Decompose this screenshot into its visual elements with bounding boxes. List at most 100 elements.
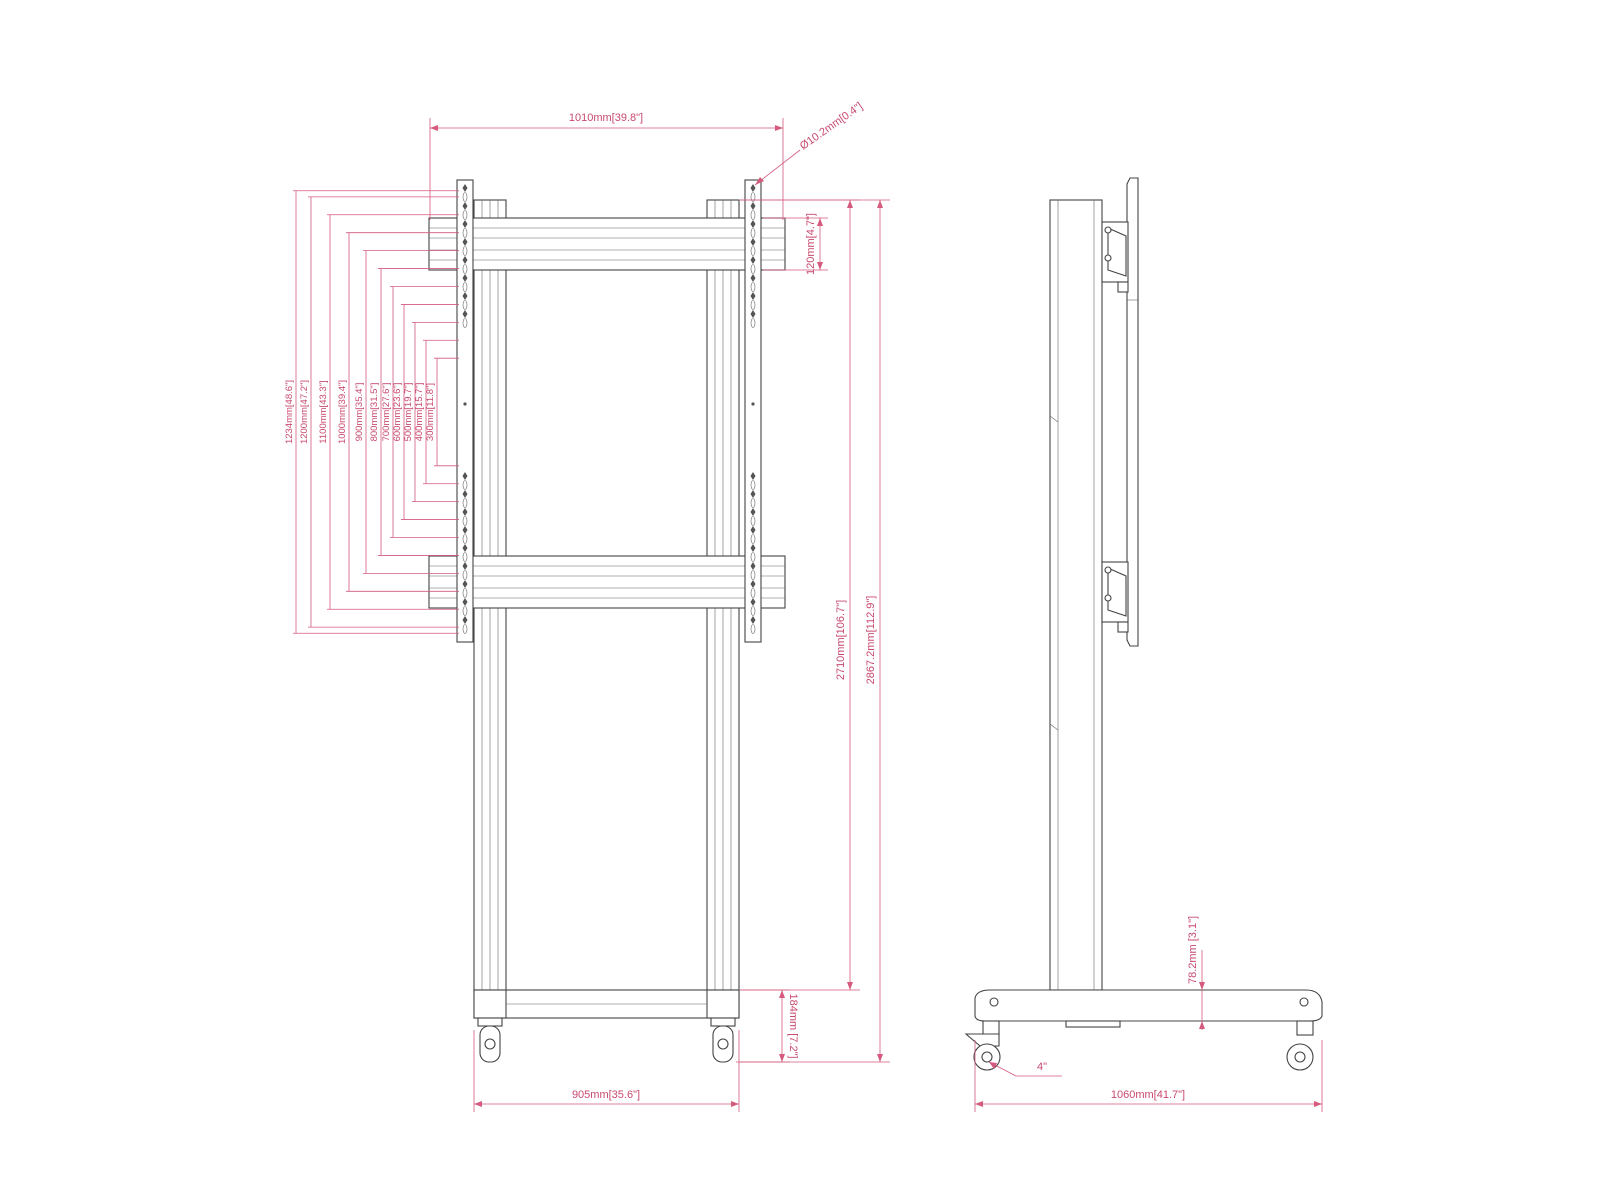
arm-slot	[750, 534, 756, 544]
clearance-label: 78.2mm [3.1"]	[1187, 916, 1199, 984]
hole-diameter-label: Ø10.2mm[0.4"]	[798, 100, 865, 152]
arm-slot	[750, 588, 756, 598]
arm-hole	[750, 616, 756, 624]
vesa-dimension-lines	[293, 190, 459, 634]
dim-base-height	[736, 989, 790, 1063]
arm-slot	[750, 300, 756, 310]
arm-hole	[750, 274, 756, 282]
height-2867-label: 2867.2mm[112.9"]	[865, 596, 877, 685]
vesa-arms	[456, 179, 762, 643]
arm-slot	[462, 498, 468, 508]
arm-slot	[750, 210, 756, 220]
arm-hole	[750, 580, 756, 588]
arm-hole	[750, 238, 756, 246]
arm-slot	[462, 228, 468, 238]
side-view: 78.2mm [3.1"] 4" 1060mm[41.7"]	[964, 177, 1323, 1112]
side-bracket-bottom	[1101, 561, 1129, 633]
side-column	[1049, 199, 1103, 991]
arm-hole	[750, 490, 756, 498]
arm-hole	[750, 292, 756, 300]
arm-hole	[750, 526, 756, 534]
arm-slot	[462, 282, 468, 292]
arm-hole	[462, 274, 468, 282]
arm-slot	[462, 516, 468, 526]
arm-slot	[750, 498, 756, 508]
arm-hole	[462, 256, 468, 264]
dim-base-depth	[974, 1040, 1323, 1112]
rail-height-label: 120mm[4.7"]	[805, 213, 817, 275]
arm-hole	[750, 202, 756, 210]
dim-rail-height	[763, 217, 828, 271]
vesa-label-1200: 1200mm[47.2"]	[299, 380, 310, 444]
arm-slot	[750, 516, 756, 526]
arm-slot	[750, 264, 756, 274]
arm-hole	[750, 508, 756, 516]
vesa-label-500: 500mm[19.7"]	[403, 383, 414, 442]
arm-slot-holes	[462, 184, 756, 634]
arm-slot	[462, 318, 468, 328]
arm-hole	[462, 202, 468, 210]
arm-slot	[462, 264, 468, 274]
arm-slot	[750, 624, 756, 634]
arm-hole	[462, 508, 468, 516]
arm-slot	[462, 570, 468, 580]
arm-hole	[750, 472, 756, 480]
arm-hole	[750, 184, 756, 192]
arm-slot	[462, 480, 468, 490]
arm-hole	[750, 598, 756, 606]
arm-hole	[462, 598, 468, 606]
vesa-label-1100: 1100mm[43.3"]	[318, 380, 329, 443]
arm-slot	[750, 318, 756, 328]
front-view: 1010mm[39.8"] Ø10.2mm[0.4"] 120mm[4.7"] …	[284, 100, 890, 1112]
arm-slot	[750, 570, 756, 580]
vesa-dimension-labels: 1234mm[48.6"] 1200mm[47.2"] 1100mm[43.3"…	[284, 380, 436, 444]
arm-hole	[751, 402, 755, 406]
arm-slot	[750, 282, 756, 292]
dim-clearance	[1199, 950, 1205, 1030]
base-height-label: 184mm [7.2"]	[787, 993, 799, 1058]
front-rails	[428, 217, 786, 609]
arm-hole	[462, 490, 468, 498]
front-caster-right	[710, 1017, 736, 1063]
arm-hole	[462, 310, 468, 318]
arm-slot	[750, 192, 756, 202]
side-caster-left	[964, 1020, 1001, 1071]
arm-slot	[462, 552, 468, 562]
arm-hole	[462, 184, 468, 192]
arm-slot	[750, 606, 756, 616]
arm-hole	[462, 238, 468, 246]
dim-caster	[988, 1061, 1062, 1077]
vesa-label-800: 800mm[31.5"]	[369, 383, 380, 442]
arm-hole	[462, 220, 468, 228]
vesa-label-1000: 1000mm[39.4"]	[337, 380, 348, 444]
vesa-label-900: 900mm[35.4"]	[354, 383, 365, 442]
arm-hole	[462, 544, 468, 552]
arm-hole	[462, 616, 468, 624]
front-caster-left	[477, 1017, 503, 1063]
arm-slot	[750, 228, 756, 238]
arm-hole	[462, 292, 468, 300]
arm-slot	[462, 246, 468, 256]
height-2710-label: 2710mm[106.7"]	[835, 600, 847, 680]
vesa-label-300: 300mm[11.8"]	[425, 383, 436, 441]
arm-hole	[750, 310, 756, 318]
caster-label: 4"	[1037, 1061, 1047, 1073]
side-mount-plate	[1126, 177, 1139, 647]
vesa-label-400: 400mm[15.7"]	[414, 383, 425, 442]
arm-slot	[462, 534, 468, 544]
arm-slot	[462, 192, 468, 202]
base-depth-label: 1060mm[41.7"]	[1111, 1089, 1185, 1101]
base-width-label: 905mm[35.6"]	[572, 1089, 640, 1101]
arm-hole	[750, 220, 756, 228]
arm-slot	[462, 624, 468, 634]
dim-hole-diameter	[754, 149, 801, 186]
arm-hole	[750, 256, 756, 264]
arm-slot	[750, 480, 756, 490]
arm-slot	[462, 588, 468, 598]
vesa-label-600: 600mm[23.6"]	[392, 383, 403, 442]
arm-slot	[750, 552, 756, 562]
dim-top-width	[429, 118, 784, 220]
arm-hole	[750, 562, 756, 570]
arm-hole	[750, 544, 756, 552]
